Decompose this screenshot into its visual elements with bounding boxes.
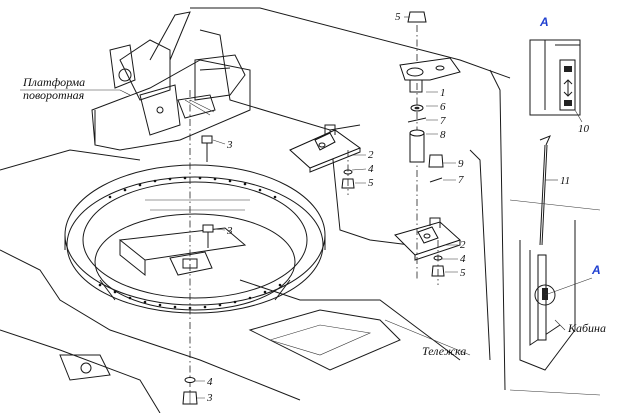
callout-7-upper: 7 — [440, 115, 446, 127]
callout-3-upper: 3 — [226, 139, 233, 151]
platform-label-line2: поворотная — [23, 88, 85, 102]
callout-leaders — [195, 16, 583, 399]
center-bolt-stack — [182, 90, 214, 405]
callout-9: 9 — [458, 158, 464, 170]
callout-5-left: 5 — [368, 177, 374, 189]
bracket-assembly-right — [394, 217, 461, 285]
cabin-leader — [554, 319, 566, 331]
view-a-label-bottom: А — [591, 263, 601, 277]
cabin-label: Кабина — [567, 321, 606, 335]
callout-2-left: 2 — [368, 149, 374, 161]
callout-7-lower: 7 — [458, 174, 464, 186]
callout-5-right: 5 — [460, 267, 466, 279]
callout-3-bottom: 3 — [206, 392, 213, 404]
pivot-stack — [399, 11, 461, 280]
platform-label-line1: Платформа — [22, 75, 85, 89]
bracket-assembly-left — [289, 124, 362, 195]
callout-8: 8 — [440, 129, 446, 141]
view-a-bracket — [529, 39, 581, 116]
frame-lines — [0, 7, 511, 413]
callout-5-top: 5 — [395, 11, 401, 23]
view-a-label-top: А — [539, 15, 549, 29]
callout-4-bottom: 4 — [207, 376, 213, 388]
callout-10: 10 — [578, 123, 590, 135]
slewing-ring — [64, 164, 326, 314]
callout-4-right: 4 — [460, 253, 466, 265]
rotating-platform — [91, 11, 251, 151]
view-a-leader — [544, 277, 593, 296]
callout-1: 1 — [440, 87, 446, 99]
trolley-label: Тележка — [422, 344, 466, 358]
view-a-rod — [509, 135, 601, 396]
callout-6: 6 — [440, 101, 446, 113]
callout-11: 11 — [560, 175, 570, 187]
callout-2-right: 2 — [460, 239, 466, 251]
platform-leader — [20, 89, 131, 96]
callout-4-left: 4 — [368, 163, 374, 175]
trolley-leader — [384, 319, 471, 356]
callout-3-middle: 3 — [226, 225, 233, 237]
